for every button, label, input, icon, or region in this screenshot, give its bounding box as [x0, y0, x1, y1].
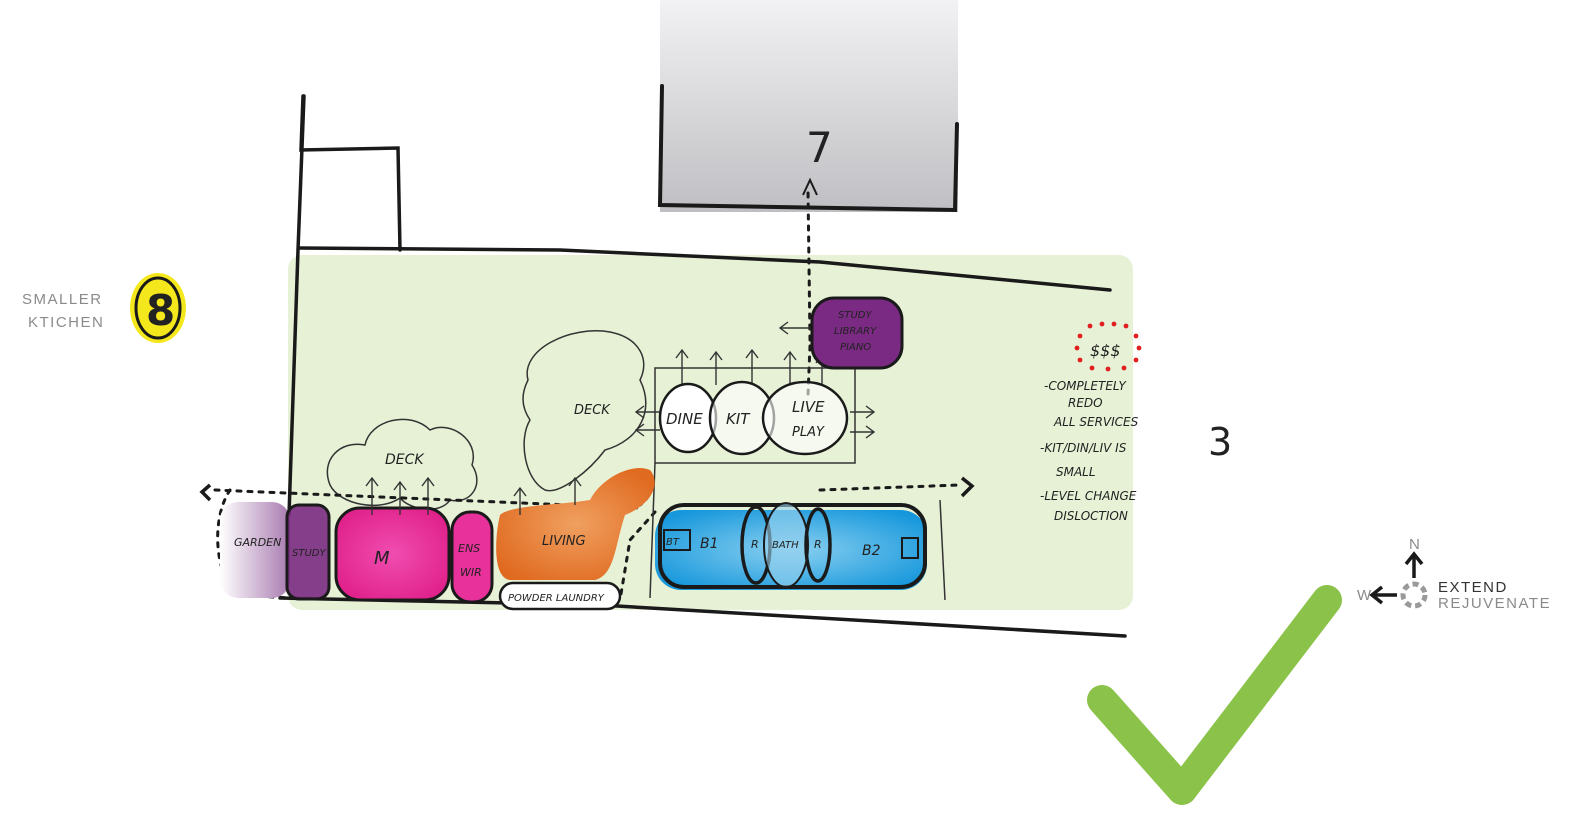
arrow-up-7 [802, 177, 818, 196]
note-line-6: DISLOCTION [1054, 509, 1128, 523]
cost-label: $$$ [1090, 341, 1121, 360]
living-zone: LIVING [496, 468, 655, 580]
study-library-line3: PIANO [840, 342, 871, 353]
legend-extend: EXTEND [1438, 579, 1508, 596]
garden-label: GARDEN [234, 536, 281, 549]
note-line-2: ALL SERVICES [1053, 415, 1139, 429]
cost-marker: $$$ [1074, 321, 1142, 372]
note-line-4: SMALL [1056, 465, 1096, 479]
powder-laundry: POWDER LAUNDRY [498, 581, 622, 611]
note-line-5: -LEVEL CHANGE [1040, 489, 1137, 503]
master-label: M [374, 548, 390, 569]
study-library-zone: STUDY LIBRARY PIANO [810, 296, 904, 370]
living-label: LIVING [542, 534, 586, 549]
b1-tag: BT [666, 537, 680, 548]
dine-kit-live [658, 380, 849, 456]
ensuite-label-bottom: WIR [460, 566, 482, 579]
deck-left-label: DECK [385, 452, 425, 468]
powder-laundry-label: POWDER LAUNDRY [508, 593, 605, 604]
note-line-1: REDO [1068, 396, 1103, 410]
dine-label: DINE [666, 410, 703, 428]
r-left-label: R [751, 538, 759, 551]
garden-zone: GARDEN [220, 502, 290, 598]
approval-check-icon [1087, 585, 1342, 805]
neighbour-number: 7 [806, 123, 833, 172]
b2-label: B2 [862, 543, 881, 559]
ensuite-label-top: ENS [458, 542, 480, 555]
design-notes: -COMPLETELY REDO ALL SERVICES -KIT/DIN/L… [1040, 379, 1139, 523]
arrow-right [960, 476, 975, 498]
b1-label: B1 [700, 536, 719, 552]
note-line-0: -COMPLETELY [1044, 379, 1127, 393]
right-number: 3 [1208, 420, 1232, 464]
r-right-label: R [814, 538, 822, 551]
kit-label: KIT [726, 410, 751, 428]
play-label: PLAY [792, 425, 825, 440]
note-line-3: -KIT/DIN/LIV IS [1040, 441, 1127, 455]
badge-8: 8 [130, 273, 186, 343]
deck-right-label: DECK [574, 403, 611, 418]
compass-west: W [1357, 587, 1373, 604]
compass-icon: N W [1357, 536, 1428, 609]
master-zone: M [334, 506, 451, 602]
arrow-left [199, 483, 212, 502]
legend-rejuvenate: REJUVENATE [1438, 595, 1551, 612]
study-library-line1: STUDY [838, 310, 872, 321]
left-label-line1: SMALLER [22, 291, 103, 308]
live-label: LIVE [792, 398, 825, 416]
deck-right-cloud [522, 330, 647, 492]
neighbour-block [660, 0, 958, 212]
badge-text: 8 [146, 286, 175, 335]
bedroom-wing: BT B1 R BATH R B2 [655, 502, 927, 590]
study-label: STUDY [292, 548, 326, 559]
study-library-line2: LIBRARY [834, 326, 877, 337]
left-label-line2: KTICHEN [28, 314, 104, 331]
compass-north: N [1409, 536, 1421, 553]
study-zone: STUDY [285, 503, 331, 601]
ensuite-zone: ENS WIR [450, 510, 494, 604]
bath-label: BATH [772, 540, 799, 551]
